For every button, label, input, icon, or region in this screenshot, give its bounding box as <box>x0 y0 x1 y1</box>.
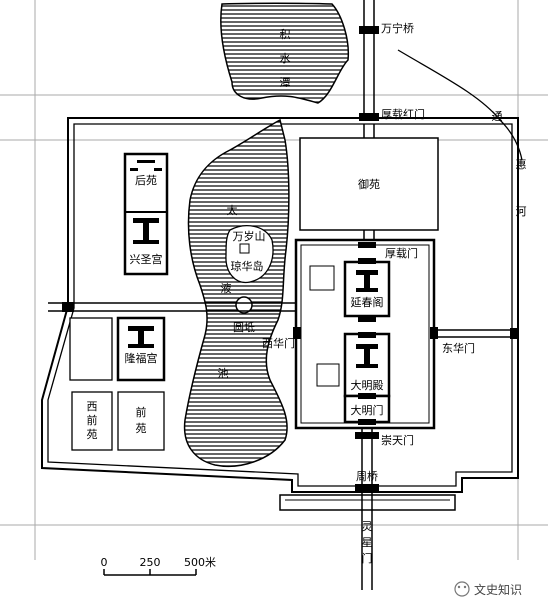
east-wall-gate <box>510 328 518 339</box>
houzai-hongmen-marker <box>359 113 379 121</box>
palace-small-square-1 <box>309 265 335 291</box>
watermark: 文史知识 <box>454 581 522 597</box>
daming-hall-icon <box>356 344 378 368</box>
palace-small-square-2 <box>316 363 340 387</box>
label-lingxing-3: 门 <box>362 551 373 565</box>
longfu-west-block <box>69 317 113 381</box>
zhouqiao-marker <box>355 484 379 492</box>
south-road <box>361 428 373 590</box>
label-xingsheng-palace: 兴圣宫 <box>130 252 163 266</box>
label-taiye-1: 太 <box>227 204 238 217</box>
label-qian-2: 苑 <box>136 422 147 435</box>
scale-tick-500: 500米 <box>184 556 216 569</box>
qionghua-island <box>225 225 274 284</box>
scale-tick-250: 250 <box>140 556 161 569</box>
taiye-pond <box>183 118 290 467</box>
qian-garden <box>117 391 165 451</box>
label-xiqian-3: 苑 <box>87 428 98 441</box>
label-yanchun-pavilion: 延春阁 <box>351 295 384 309</box>
daming-gate-complex <box>343 394 391 424</box>
label-houyuan: 后苑 <box>135 174 157 187</box>
label-zhouqiao: 周桥 <box>356 470 378 483</box>
chongtian-gate-marker <box>355 432 379 439</box>
west-wall-gate <box>62 302 74 312</box>
label-lingxing-2: 星 <box>362 536 373 549</box>
imperial-city-wall <box>41 117 519 493</box>
label-xiqian-2: 前 <box>87 413 98 427</box>
label-chongtian-gate: 崇天门 <box>381 433 414 447</box>
label-lingxing-1: 灵 <box>362 520 373 533</box>
label-jishuitan-1: 积 <box>280 28 291 41</box>
wansui-hill-marker <box>239 243 250 254</box>
label-xihua-gate: 西华门 <box>262 336 295 350</box>
xiqian-garden <box>71 391 113 451</box>
yanchun-pavilion-icon <box>356 270 378 292</box>
label-wanning-bridge: 万宁桥 <box>381 21 414 35</box>
longfu-palace-icon <box>128 326 154 348</box>
label-xiqian-1: 西 <box>87 400 98 413</box>
yuandi-island <box>235 296 253 314</box>
scale-tick-0: 0 <box>101 556 108 569</box>
label-houzai-gate: 厚载门 <box>385 246 418 260</box>
scale-bar: 0 250 500米 <box>101 556 216 576</box>
jishuitan-lake <box>220 2 350 104</box>
label-taiye-3: 池 <box>218 367 229 380</box>
label-yuandi: 圆坻 <box>233 320 255 334</box>
lingxing-gate-outline <box>279 494 456 511</box>
palace-gate-markers <box>293 242 438 425</box>
label-wansui-hill: 万岁山 <box>233 229 266 243</box>
label-tonghui-2: 惠 <box>516 157 527 171</box>
central-road <box>48 302 512 338</box>
label-taiye-2: 液 <box>221 281 232 295</box>
label-houzai-hongmen: 厚载红门 <box>381 107 425 121</box>
label-longfu-palace: 隆福宫 <box>125 351 158 365</box>
label-daming-gate: 大明门 <box>351 403 384 417</box>
label-tonghui-3: 河 <box>516 205 527 218</box>
houyuan-icon <box>130 160 162 171</box>
xingsheng-palace-icon <box>133 218 159 244</box>
label-jishuitan-2: 水 <box>280 52 291 65</box>
label-donghua-gate: 东华门 <box>442 341 475 355</box>
label-qian-1: 前 <box>136 405 147 419</box>
yuyuan-garden <box>299 137 439 231</box>
wanning-bridge-marker <box>359 26 379 34</box>
houyuan-xingsheng-complex <box>123 152 169 276</box>
label-daming-hall: 大明殿 <box>351 378 384 392</box>
watermark-text: 文史知识 <box>474 582 522 597</box>
label-qionghua-island: 琼华岛 <box>231 259 264 273</box>
label-yuyuan: 御苑 <box>358 177 380 191</box>
label-jishuitan-3: 潭 <box>280 76 291 89</box>
label-tonghui-1: 通 <box>492 110 503 123</box>
